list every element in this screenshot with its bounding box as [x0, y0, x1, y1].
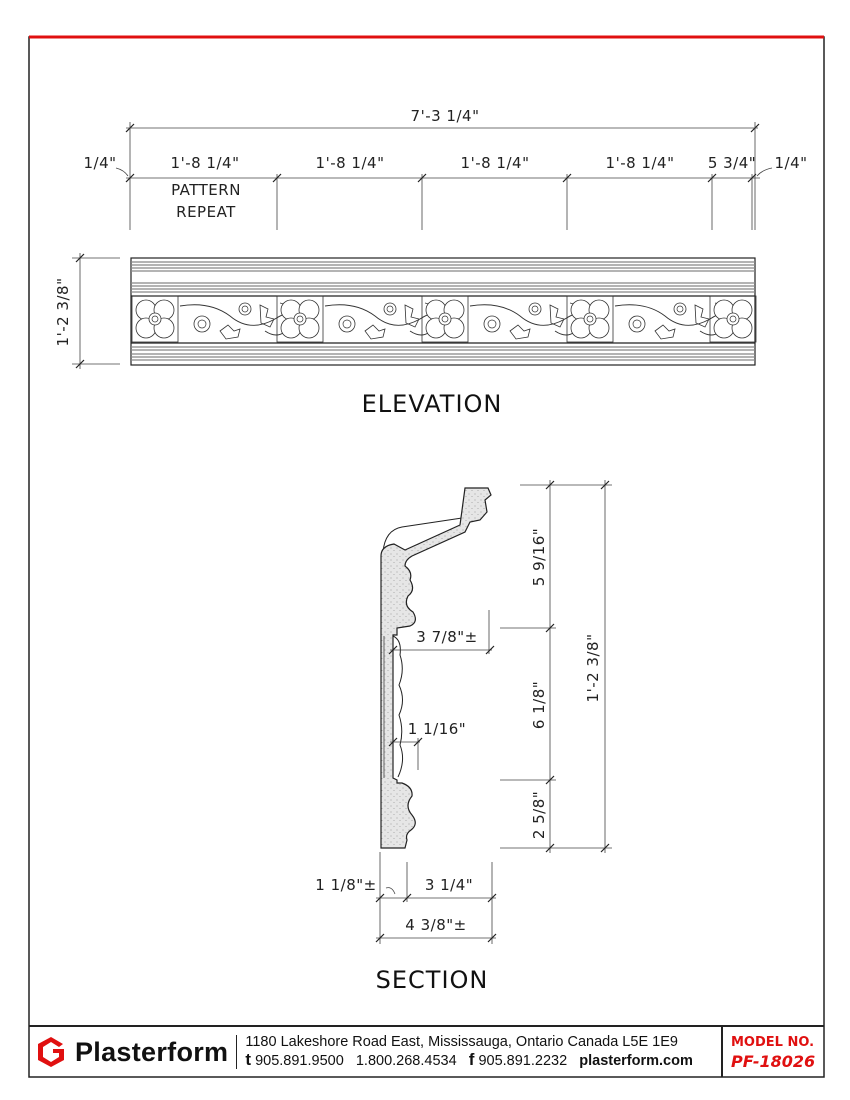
upper-height-label: 5 9/16" — [530, 528, 548, 586]
section-title: SECTION — [376, 966, 489, 994]
elevation-height-label: 1'-2 3/8" — [54, 278, 72, 347]
plasterform-logo: Plasterform — [37, 1035, 228, 1069]
overall-width-label: 7'-3 1/4" — [411, 107, 480, 125]
repeat-label: 1'-8 1/4" — [461, 154, 530, 172]
tel-label: t — [245, 1050, 252, 1069]
repeat-label: 1'-8 1/4" — [316, 154, 385, 172]
telephone: 905.891.9500 — [255, 1053, 344, 1069]
middle-height-label: 6 1/8" — [530, 681, 548, 729]
base-offset-label: 1 1/8"± — [315, 876, 376, 894]
left-offset-label: 1/4" — [83, 154, 116, 172]
contact-info: 1180 Lakeshore Road East, Mississauga, O… — [245, 1034, 693, 1070]
projection-label: 3 7/8"± — [416, 628, 477, 646]
address: 1180 Lakeshore Road East, Mississauga, O… — [245, 1034, 678, 1050]
lower-height-label: 2 5/8" — [530, 791, 548, 839]
divider — [236, 1035, 238, 1069]
end-piece-label: 5 3/4" — [708, 154, 756, 172]
section-profile — [380, 487, 492, 849]
elevation-title: ELEVATION — [362, 390, 503, 418]
repeat-label: 1'-8 1/4" — [606, 154, 675, 172]
model-label: MODEL NO. — [731, 1035, 815, 1050]
thickness-label: 1 1/16" — [408, 720, 466, 738]
elevation-dimensions: 7'-3 1/4" 1/4" 1'-8 1/4" 1'-8 1/4" 1'-8 … — [54, 107, 807, 369]
logo-mark-icon — [38, 1037, 64, 1067]
base-width-label: 3 1/4" — [425, 876, 473, 894]
section-dimensions: 5 9/16" 6 1/8" 2 5/8" 1'-2 3/8" 3 7/8"± … — [315, 480, 612, 944]
pattern-repeat-label: PATTERN — [171, 181, 241, 199]
toll-free: 1.800.268.4534 — [355, 1053, 457, 1069]
repeat-label: 1'-8 1/4" — [171, 154, 240, 172]
model-number: PF-18026 — [731, 1052, 816, 1071]
elevation-molding — [130, 257, 757, 366]
total-depth-label: 4 3/8"± — [405, 916, 466, 934]
right-offset-label: 1/4" — [774, 154, 807, 172]
fax: 905.891.2232 — [478, 1053, 568, 1069]
website-link[interactable]: plasterform.com — [579, 1053, 693, 1069]
model-box: MODEL NO. PF-18026 — [721, 1027, 824, 1077]
fax-label: f — [468, 1050, 475, 1069]
brand-name: Plasterform — [75, 1036, 229, 1067]
pattern-repeat-label: REPEAT — [176, 203, 236, 221]
total-height-label: 1'-2 3/8" — [584, 634, 602, 703]
title-block: Plasterform 1180 Lakeshore Road East, Mi… — [29, 1025, 824, 1077]
